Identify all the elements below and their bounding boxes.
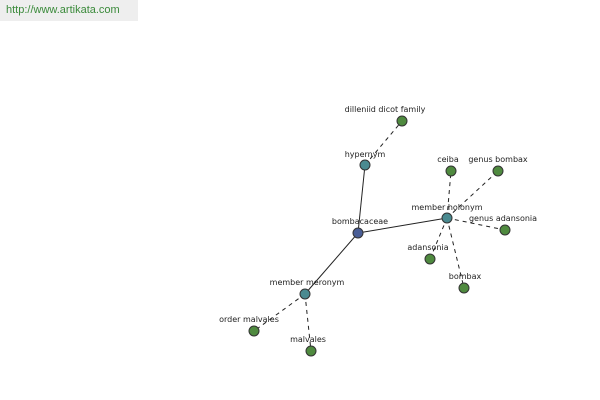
node-bombacaceae[interactable] — [352, 227, 364, 239]
edge-member-meronym-to-malvales — [304, 293, 312, 352]
node-adansonia[interactable] — [424, 253, 436, 265]
label-dilleniid-dicot-family[interactable]: dilleniid dicot family — [345, 105, 426, 114]
edge-bombacaceae-to-hypernym — [357, 164, 366, 234]
graph-edges — [253, 120, 506, 352]
graph-nodes: dilleniid dicot family ceiba genus bombax g… — [219, 105, 537, 357]
node-bombax[interactable] — [458, 282, 470, 294]
label-bombax[interactable]: bombax — [449, 272, 482, 281]
label-ceiba[interactable]: ceiba — [437, 155, 459, 164]
node-genus-bombax[interactable] — [492, 165, 504, 177]
edge-hypernym-to-dilleniid-dicot-family — [364, 120, 403, 166]
node-dilleniid-dicot-family[interactable] — [396, 115, 408, 127]
url-banner: http://www.artikata.com — [0, 0, 138, 21]
edge-member-holonym-to-adansonia — [429, 217, 448, 260]
node-ceiba[interactable] — [445, 165, 457, 177]
site-url-link[interactable]: http://www.artikata.com — [6, 4, 120, 16]
label-member-holonym[interactable]: member holonym — [411, 203, 482, 212]
label-hypernym[interactable]: hypernym — [345, 150, 386, 159]
label-malvales[interactable]: malvales — [290, 335, 326, 344]
edge-bombacaceae-to-member-meronym — [304, 232, 359, 295]
label-adansonia[interactable]: adansonia — [407, 243, 448, 252]
node-order-malvales[interactable] — [248, 325, 260, 337]
node-member-meronym[interactable] — [299, 288, 311, 300]
label-member-meronym[interactable]: member meronym — [270, 278, 345, 287]
edge-bombacaceae-to-member-holonym — [357, 217, 448, 234]
label-genus-adansonia[interactable]: genus adansonia — [469, 214, 537, 223]
label-bombacaceae[interactable]: bombacaceae — [332, 217, 388, 226]
edge-member-meronym-to-order-malvales — [253, 293, 306, 332]
edge-member-holonym-to-genus-bombax — [446, 170, 499, 219]
node-genus-adansonia[interactable] — [499, 224, 511, 236]
node-hypernym[interactable] — [359, 159, 371, 171]
label-order-malvales[interactable]: order malvales — [219, 315, 279, 324]
node-member-holonym[interactable] — [441, 212, 453, 224]
node-malvales[interactable] — [305, 345, 317, 357]
label-genus-bombax[interactable]: genus bombax — [468, 155, 528, 164]
edge-member-holonym-to-genus-adansonia — [446, 217, 506, 231]
